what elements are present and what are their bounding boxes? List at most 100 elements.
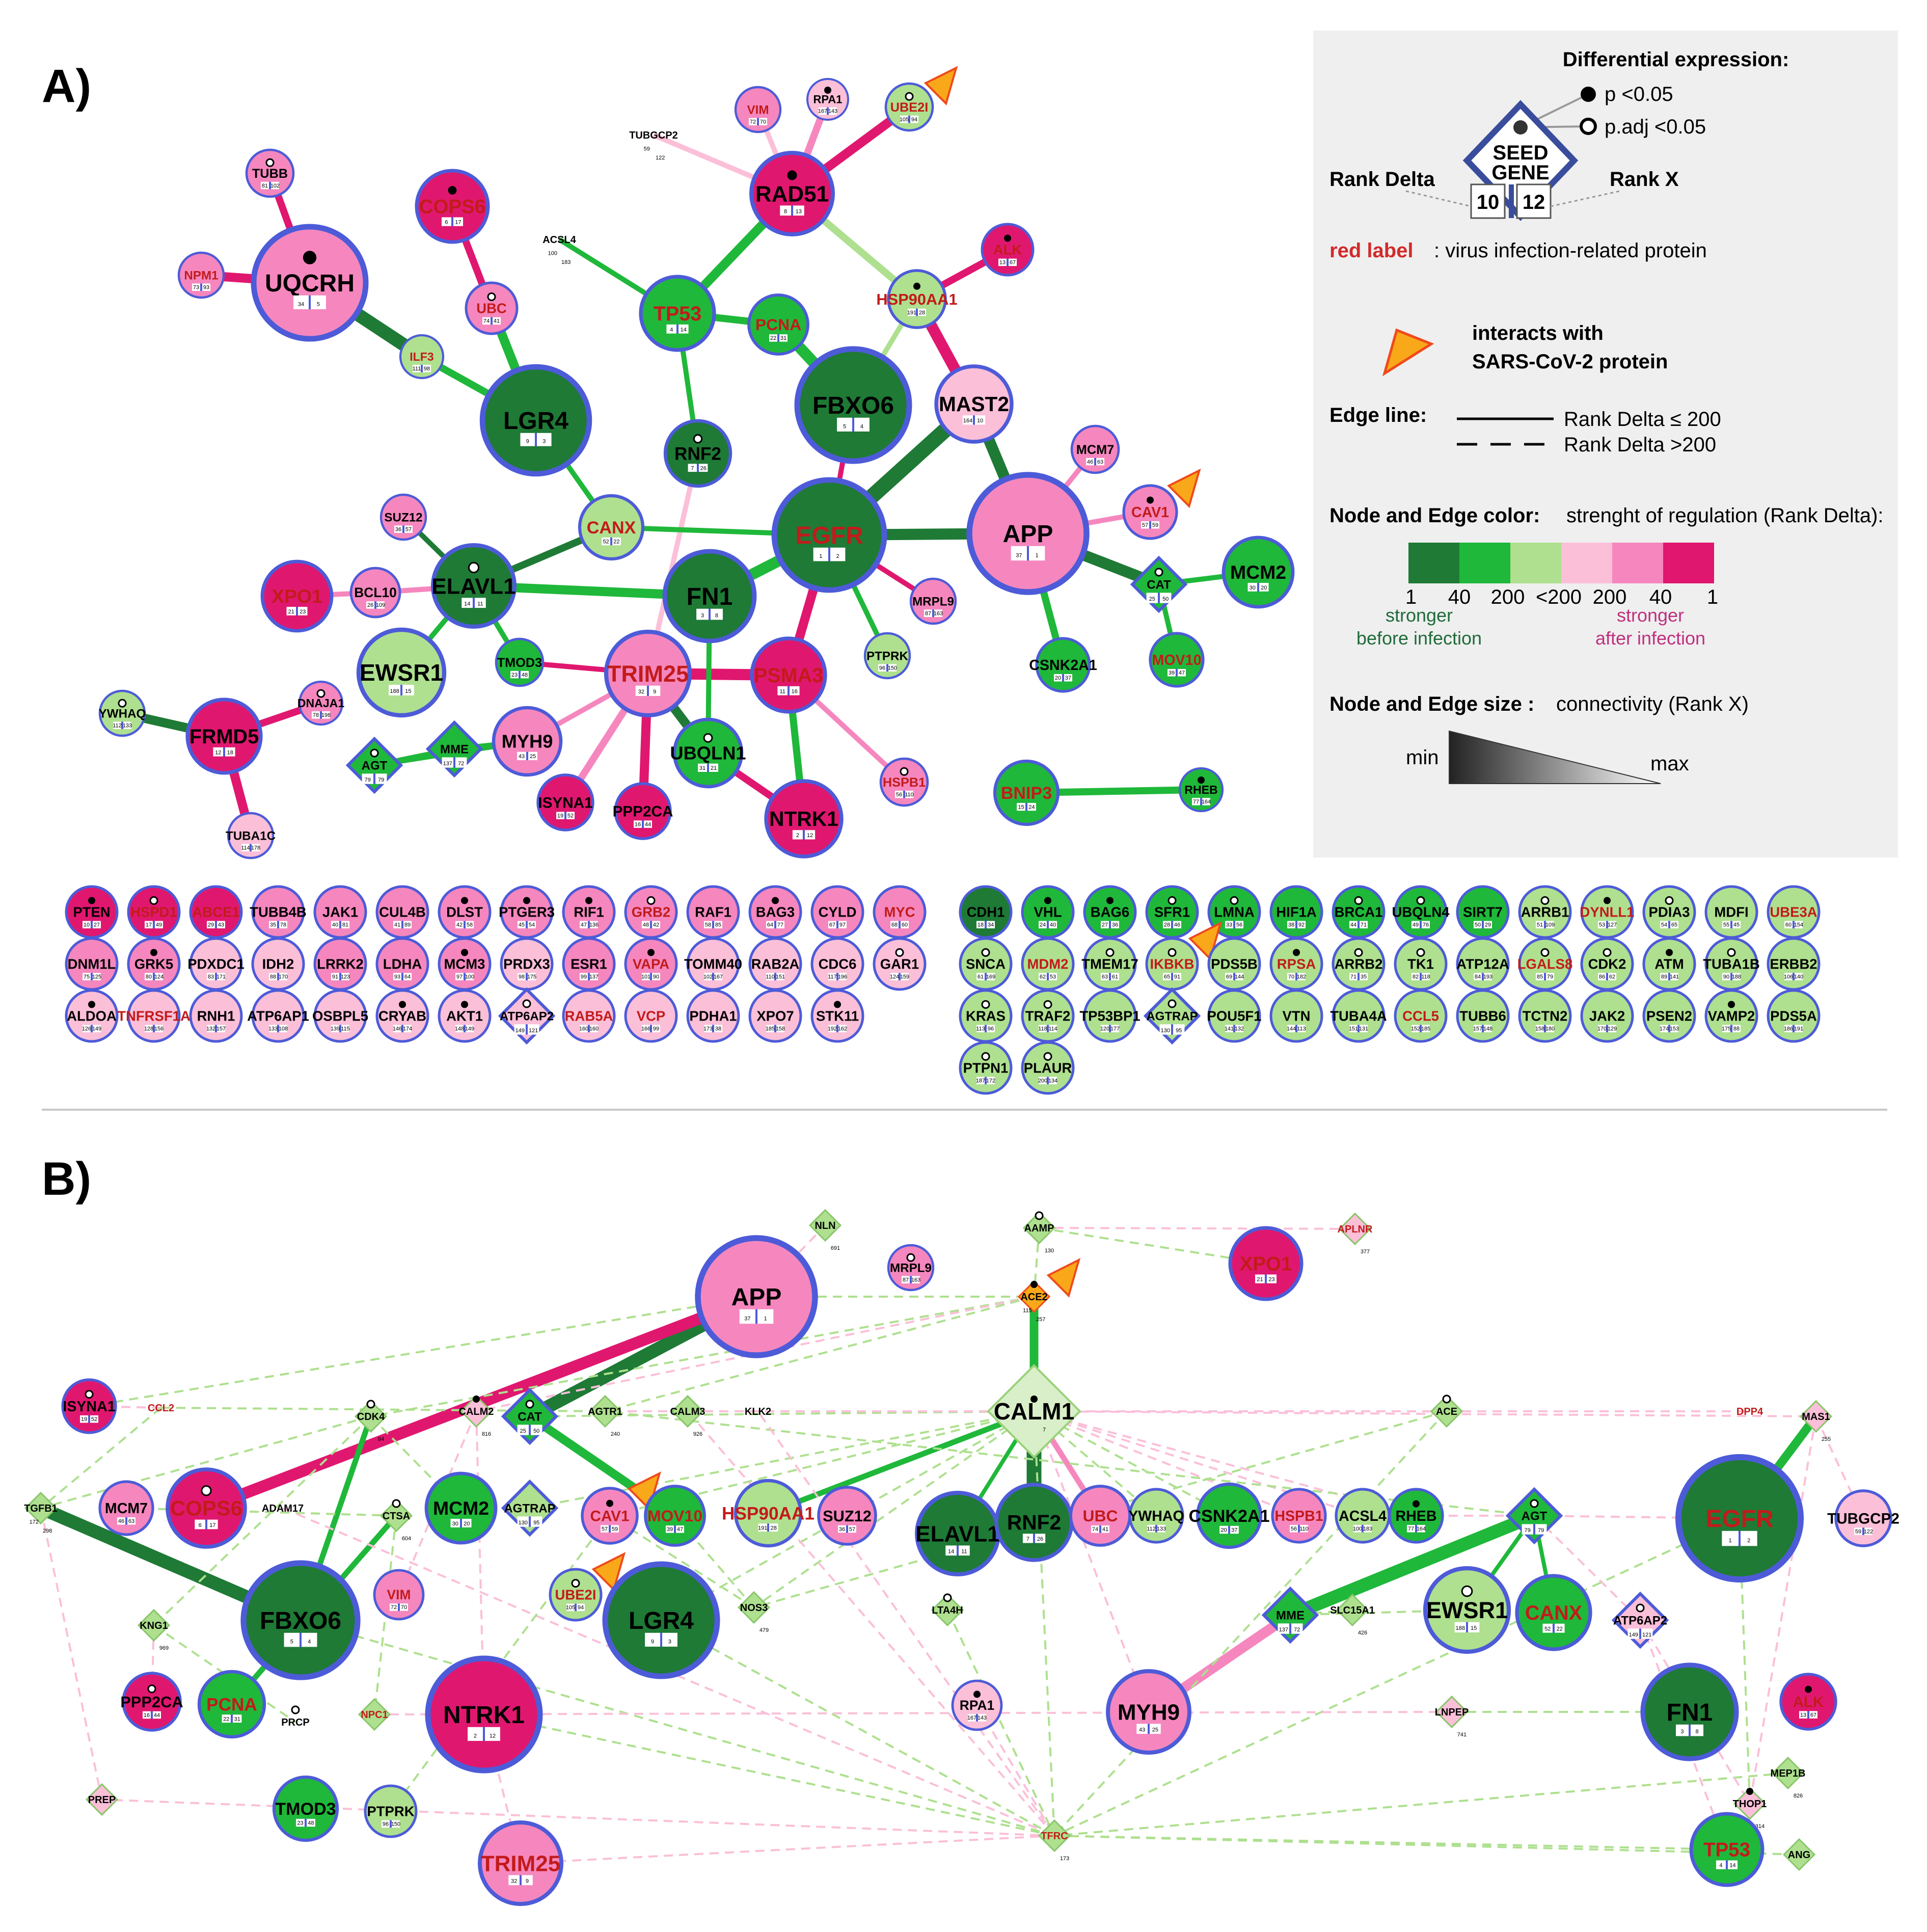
node-ccl2[interactable]: CCL2	[148, 1403, 174, 1414]
node-klk2[interactable]: KLK2	[745, 1406, 771, 1417]
node-npc1[interactable]: NPC1	[358, 1698, 391, 1731]
node-dpp4[interactable]: DPP4	[1736, 1406, 1763, 1417]
